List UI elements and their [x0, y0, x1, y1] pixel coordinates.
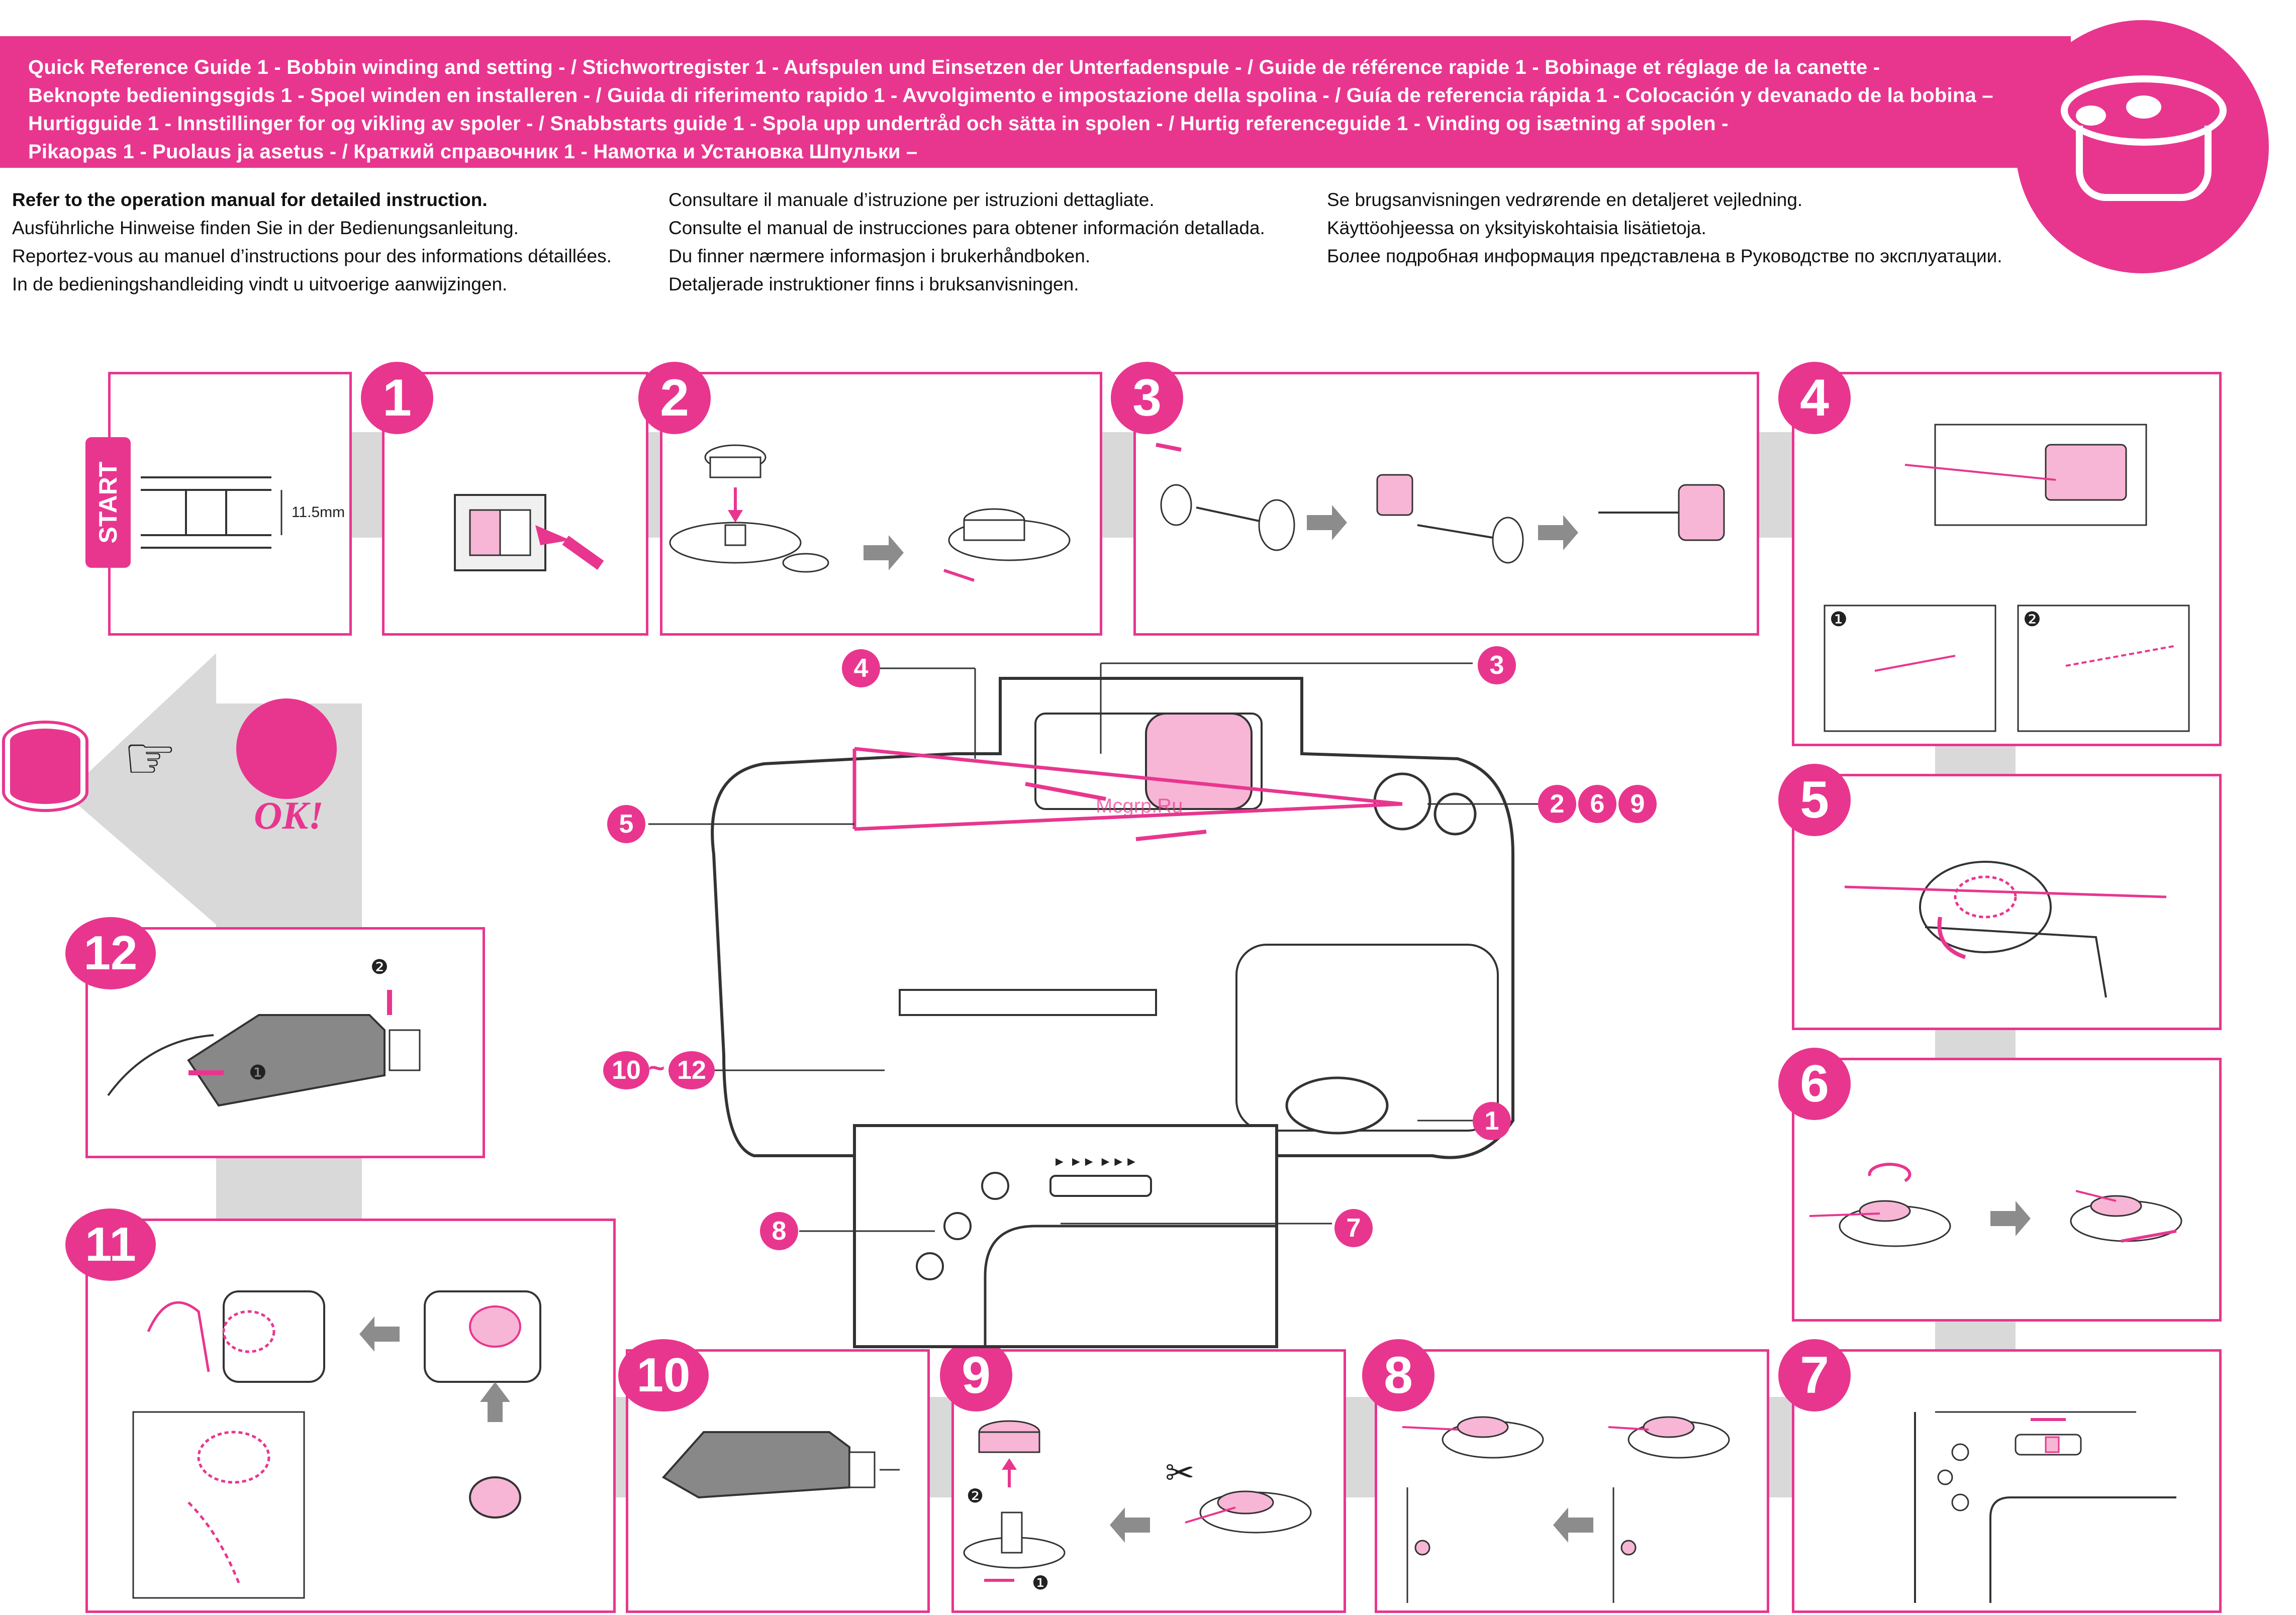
intro-line: Более подробная информация представлена …	[1327, 246, 2002, 266]
callout-6: 6	[1578, 785, 1616, 823]
sub-step-2-marker: ❷	[370, 956, 389, 978]
callout-1: 1	[1473, 1102, 1511, 1140]
step-1-badge: 1	[361, 362, 433, 434]
title-line: Beknopte bedieningsgids 1 - Spoel winden…	[28, 84, 1993, 107]
callout-12: 12	[668, 1051, 715, 1089]
callout-5: 5	[607, 805, 645, 843]
scissors-icon: ✂	[1165, 1453, 1195, 1492]
step-3-panel	[1133, 372, 1759, 636]
sub-step-2-marker: ❷	[967, 1486, 984, 1507]
step-1-panel	[382, 372, 648, 636]
step-4-badge: 4	[1778, 362, 1851, 434]
step-8-badge: 8	[1362, 1339, 1434, 1411]
step-3-badge: 3	[1111, 362, 1183, 434]
bobbin-logo-icon	[2016, 20, 2269, 273]
bobbin-ok-icon	[236, 698, 337, 799]
intro-line: In de bedieningshandleiding vindt u uitv…	[12, 274, 508, 294]
callout-2: 2	[1538, 785, 1576, 823]
intro-column-2: Consultare il manuale d’istruzione per i…	[668, 186, 1265, 298]
step-11-panel	[85, 1219, 616, 1613]
intro-line: Refer to the operation manual for detail…	[12, 189, 488, 210]
step-5-badge: 5	[1778, 764, 1851, 836]
callout-10: 10	[603, 1051, 649, 1089]
step-6-panel	[1792, 1058, 2222, 1322]
intro-line: Se brugsanvisningen vedrørende en detalj…	[1327, 189, 1803, 210]
thread-spool-icon	[5, 724, 85, 809]
start-tab: START	[85, 437, 131, 568]
intro-column-1: Refer to the operation manual for detail…	[12, 186, 612, 298]
title-line: Quick Reference Guide 1 - Bobbin winding…	[28, 56, 1880, 78]
step-2-badge: 2	[638, 362, 711, 434]
intro-line: Detaljerade instruktioner finns i bruksa…	[668, 274, 1079, 294]
step-2-panel	[660, 372, 1102, 636]
watermark: Mcgrp.Ru	[1096, 795, 1183, 817]
step-7-panel	[1792, 1349, 2222, 1613]
intro-line: Consulte el manual de instrucciones para…	[668, 218, 1265, 238]
intro-column-3: Se brugsanvisningen vedrørende en detalj…	[1327, 186, 2002, 270]
sub-step-1-marker: ❶	[1032, 1573, 1049, 1594]
step-7-badge: 7	[1778, 1339, 1851, 1411]
step-9-panel: ✂ ❷ ❶	[951, 1349, 1346, 1613]
callout-8: 8	[760, 1212, 798, 1250]
step-11-badge: 11	[65, 1208, 156, 1281]
callout-4: 4	[842, 649, 880, 687]
intro-line: Käyttöohjeessa on yksityiskohtaisia lisä…	[1327, 218, 1706, 238]
step-9-badge: 9	[940, 1339, 1012, 1411]
start-panel: 11.5mm	[108, 372, 352, 636]
title-line: Pikaopas 1 - Puolaus ja asetus - / Кратк…	[28, 141, 918, 163]
speed-indicator: ► ►► ►►►	[1053, 1154, 1138, 1169]
sub-step-1-marker: ❶	[1830, 609, 1848, 631]
intro-line: Du finner nærmere informasjon i brukerhå…	[668, 246, 1091, 266]
intro-line: Ausführliche Hinweise finden Sie in der …	[12, 218, 519, 238]
ok-label: OK!	[254, 793, 324, 837]
title-line: Hurtigguide 1 - Innstillinger for og vik…	[28, 113, 1729, 135]
callout-7: 7	[1334, 1209, 1373, 1247]
step-4-panel: ❶ ❷	[1792, 372, 2222, 746]
step-8-panel	[1375, 1349, 1769, 1613]
step-6-badge: 6	[1778, 1048, 1851, 1120]
intro-line: Consultare il manuale d’istruzione per i…	[668, 189, 1155, 210]
sub-step-2-marker: ❷	[2023, 609, 2041, 631]
step-10-badge: 10	[618, 1339, 709, 1411]
range-tilde: ~	[648, 1052, 665, 1083]
title-banner: Quick Reference Guide 1 - Bobbin winding…	[0, 36, 2071, 168]
callout-3: 3	[1478, 646, 1516, 684]
sub-step-1-marker: ❶	[249, 1062, 267, 1084]
bobbin-height-label: 11.5mm	[292, 504, 345, 521]
callout-9: 9	[1618, 785, 1657, 823]
step-12-badge: 12	[65, 917, 156, 989]
intro-line: Reportez-vous au manuel d’instructions p…	[12, 246, 612, 266]
step-5-panel	[1792, 774, 2222, 1030]
pointing-hand-icon: ☞	[123, 725, 177, 792]
